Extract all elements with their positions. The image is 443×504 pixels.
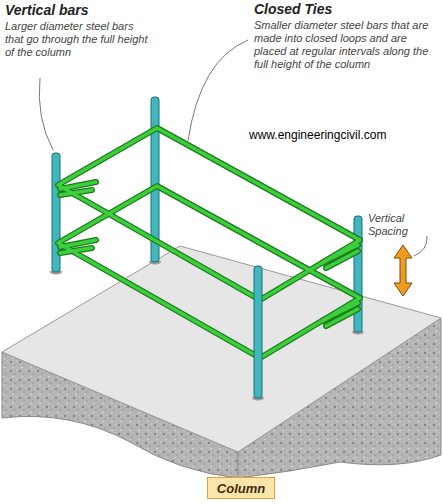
callout-heading: Closed Ties: [254, 1, 332, 17]
callout-note: Larger diameter steel bars that go throu…: [5, 20, 153, 59]
leader-line: [414, 236, 427, 256]
leader-line: [188, 40, 248, 141]
callout-heading: Vertical bars: [5, 2, 89, 18]
spacing-arrow: [394, 245, 412, 296]
vertical-bar-front: [252, 266, 264, 401]
watermark: www.engineeringcivil.com: [249, 128, 386, 142]
closed-ties: [58, 128, 360, 358]
dimension-label: Vertical Spacing: [368, 212, 426, 238]
title-box: Column: [207, 477, 275, 499]
leader-line: [39, 78, 53, 150]
box-label: Column: [208, 481, 274, 496]
callout-note: Smaller diameter steel bars that are mad…: [254, 19, 439, 71]
